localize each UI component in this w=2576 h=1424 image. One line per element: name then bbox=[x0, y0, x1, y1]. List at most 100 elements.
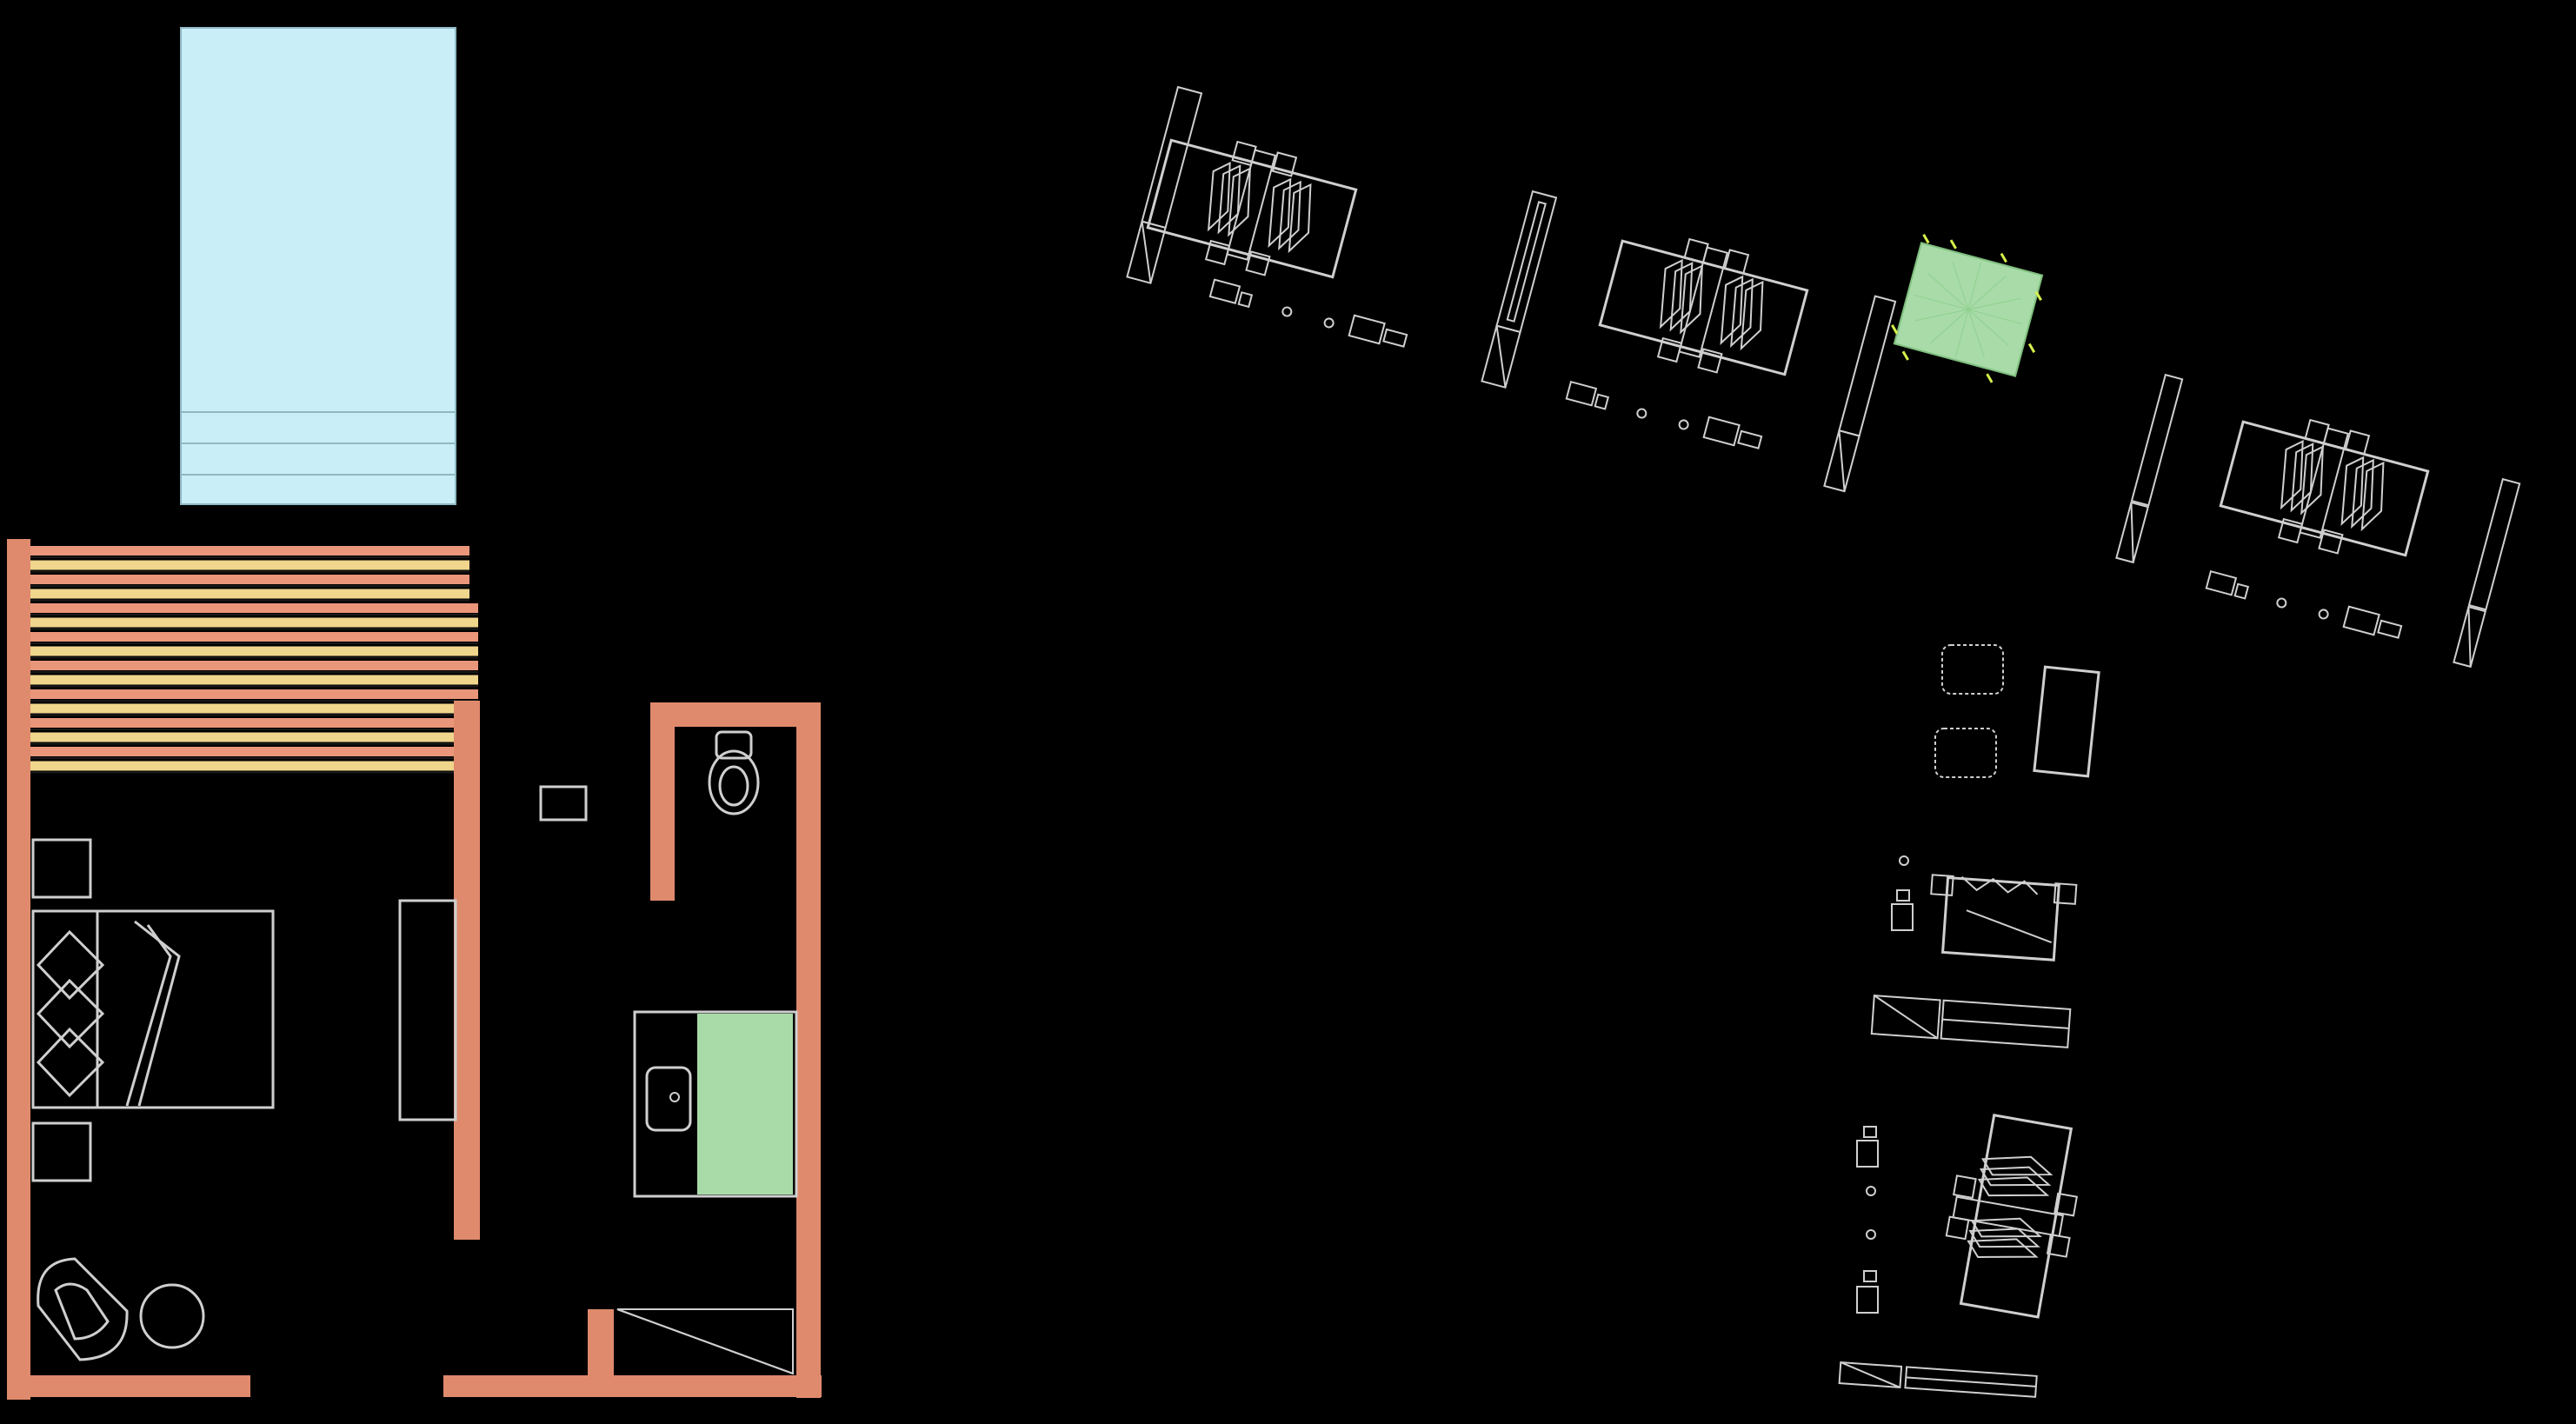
walls bbox=[7, 539, 822, 1400]
deck-plank bbox=[30, 560, 469, 570]
nightstand-bottom bbox=[31, 1121, 92, 1182]
wall-bath-left bbox=[650, 702, 675, 901]
pillow bbox=[2300, 445, 2324, 516]
wardrobe-icon bbox=[1838, 1361, 2038, 1398]
pillow bbox=[1680, 264, 1703, 335]
plant-leaf bbox=[1967, 309, 2009, 346]
nightstand-icon bbox=[1245, 250, 1271, 276]
shower-icon bbox=[616, 1308, 794, 1375]
bench bbox=[398, 899, 457, 1121]
pillow bbox=[1720, 275, 1744, 346]
nightstand-icon bbox=[2046, 1233, 2071, 1258]
plant-tip bbox=[2027, 343, 2036, 354]
symbol-library bbox=[1126, 85, 2521, 1398]
bath-fixtures-icon bbox=[1891, 855, 1914, 931]
pillow bbox=[1278, 180, 1301, 251]
wall-left bbox=[7, 539, 30, 1400]
wooden-deck bbox=[30, 544, 483, 781]
deck-plank bbox=[30, 646, 478, 656]
plant-leaf bbox=[1967, 309, 1985, 358]
pillow bbox=[1288, 183, 1312, 254]
nightstand-icon bbox=[1271, 151, 1298, 177]
pillow bbox=[2290, 443, 2314, 513]
nightstand-icon bbox=[1723, 249, 1750, 275]
plant-tip bbox=[1922, 234, 1930, 244]
bed-icon bbox=[1930, 874, 2078, 962]
wall-bath-top bbox=[650, 702, 821, 727]
deck-plank bbox=[30, 718, 456, 728]
deck-plank bbox=[30, 732, 456, 742]
plant-leaf bbox=[1967, 309, 2022, 325]
wall-bath-right bbox=[796, 702, 821, 1398]
nightstand-icon bbox=[2318, 529, 2344, 555]
pillow bbox=[1967, 1238, 2039, 1258]
nightstand-icon bbox=[2344, 429, 2371, 456]
plant-tip bbox=[2000, 252, 2007, 263]
plant-tip bbox=[1949, 239, 1957, 250]
pillow bbox=[1979, 1166, 2052, 1187]
plant-leaf bbox=[1930, 309, 1969, 343]
pillow bbox=[1977, 1176, 2050, 1197]
table-icon bbox=[2033, 665, 2100, 778]
bath-fixtures-icon bbox=[1208, 278, 1408, 348]
wall-partition bbox=[454, 701, 480, 1240]
plant-leaf bbox=[1967, 262, 1981, 310]
pillow bbox=[36, 1027, 105, 1098]
pillow bbox=[1207, 162, 1231, 232]
deck-plank bbox=[30, 761, 456, 771]
plant-tip bbox=[1986, 373, 1994, 383]
deck-plank bbox=[30, 546, 469, 556]
room-module-2 bbox=[1598, 237, 1809, 376]
room-module-4 bbox=[1945, 1113, 2078, 1319]
deck-plank bbox=[30, 689, 478, 699]
pillow bbox=[1730, 277, 1754, 349]
wardrobe-icon bbox=[1870, 995, 2072, 1048]
nightstand-top bbox=[31, 838, 92, 899]
deck-plank bbox=[30, 632, 478, 642]
nightstand-icon bbox=[1656, 336, 1683, 363]
plant-leaf bbox=[1967, 297, 2021, 310]
pillow bbox=[1981, 1155, 2053, 1176]
nightstand-icon bbox=[1952, 1174, 1977, 1200]
deck-plank bbox=[30, 675, 478, 685]
pillow bbox=[1970, 1217, 2042, 1238]
pillow bbox=[1659, 259, 1683, 329]
plant-leaf bbox=[1914, 294, 1969, 310]
wardrobe-icon bbox=[1126, 85, 1203, 284]
nightstand-icon bbox=[2277, 517, 2304, 544]
bed-icon bbox=[1226, 149, 1276, 261]
plant-tip bbox=[2034, 290, 2042, 302]
pillow bbox=[36, 929, 105, 1001]
bed-icon bbox=[1952, 1195, 2065, 1238]
plant-leaf bbox=[1927, 273, 1969, 310]
pillow bbox=[36, 978, 105, 1049]
plant-leaf bbox=[1967, 276, 2007, 310]
wardrobe-icon bbox=[1823, 295, 1897, 493]
nightstand-icon bbox=[2053, 1192, 2078, 1217]
wall-bottom-left bbox=[7, 1375, 250, 1397]
room-module-3 bbox=[2219, 418, 2430, 557]
plant-icon bbox=[1891, 234, 2044, 383]
bath-fixtures-icon bbox=[1856, 1126, 1879, 1314]
nightstand-icon bbox=[1204, 239, 1231, 266]
pillow bbox=[2340, 456, 2365, 527]
pillow bbox=[1217, 164, 1241, 235]
bed-icon bbox=[31, 909, 275, 1109]
bath-fixtures-icon bbox=[1565, 380, 1763, 449]
pillow bbox=[1669, 262, 1694, 332]
desk-wall-box bbox=[539, 785, 588, 822]
bathroom bbox=[616, 730, 798, 1375]
plant-leaf bbox=[1915, 309, 1969, 322]
deck-plank bbox=[30, 617, 478, 628]
pool bbox=[180, 27, 456, 505]
pillow bbox=[1968, 1228, 2040, 1248]
nightstand-icon bbox=[1697, 348, 1723, 374]
vanity bbox=[633, 1010, 798, 1198]
pillow bbox=[2351, 458, 2374, 529]
bath-fixtures-icon bbox=[2205, 569, 2403, 639]
sink-icon bbox=[645, 1066, 692, 1132]
plant-tip bbox=[1891, 324, 1899, 335]
deck-plank bbox=[30, 661, 478, 670]
bedroom-furniture bbox=[31, 785, 588, 1361]
